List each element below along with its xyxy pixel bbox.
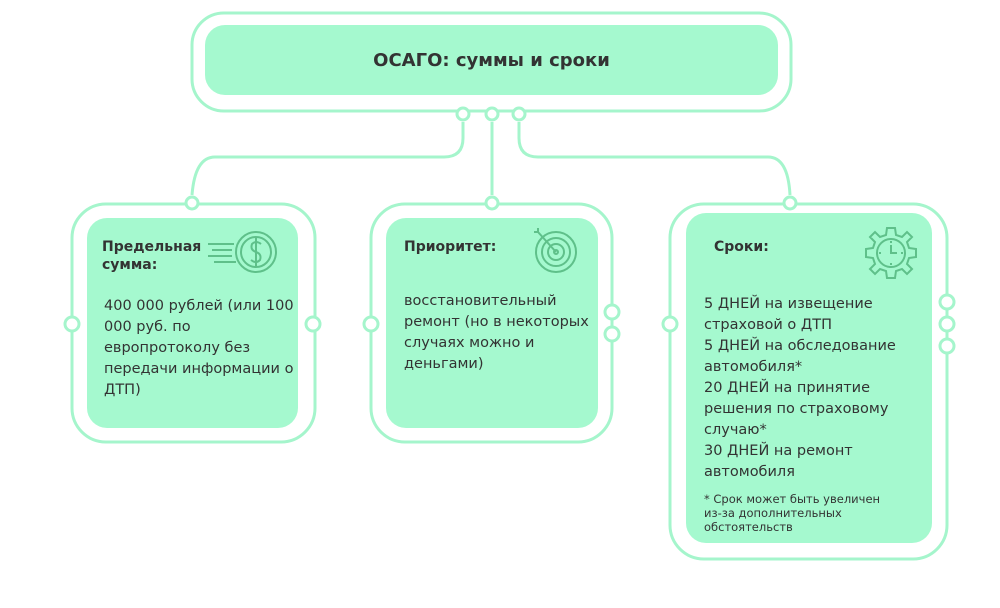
term-item: 30 ДНЕЙ на ремонт автомобиля bbox=[704, 443, 853, 480]
card-priority-text: восстановительный ремонт (но в некоторых… bbox=[404, 293, 589, 372]
card-priority bbox=[386, 218, 598, 428]
card-limit-text: 400 000 рублей (или 100 000 руб. по евро… bbox=[104, 298, 294, 398]
target-icon bbox=[534, 228, 577, 273]
card-limit-heading: Предельная сумма: bbox=[102, 239, 202, 273]
main-title-box: ОСАГО: суммы и сроки bbox=[205, 25, 778, 95]
connector-nodes bbox=[63, 106, 956, 355]
gear-clock-icon bbox=[865, 227, 917, 279]
card-limit bbox=[87, 218, 298, 428]
card-terms-note: * Срок может быть увеличен из-за дополни… bbox=[704, 492, 881, 534]
term-item: 5 ДНЕЙ на обследование автомобиля* bbox=[704, 338, 896, 375]
card-terms-heading: Сроки: bbox=[714, 239, 769, 255]
page-title: ОСАГО: суммы и сроки bbox=[373, 49, 610, 71]
card-terms-list: 5 ДНЕЙ на извещение страховой о ДТП 5 ДН… bbox=[704, 294, 924, 483]
card-priority-heading: Приоритет: bbox=[404, 239, 497, 255]
term-item: 5 ДНЕЙ на извещение страховой о ДТП bbox=[704, 296, 873, 333]
term-item: 20 ДНЕЙ на принятие решения по страховом… bbox=[704, 380, 889, 438]
money-icon bbox=[208, 231, 277, 273]
